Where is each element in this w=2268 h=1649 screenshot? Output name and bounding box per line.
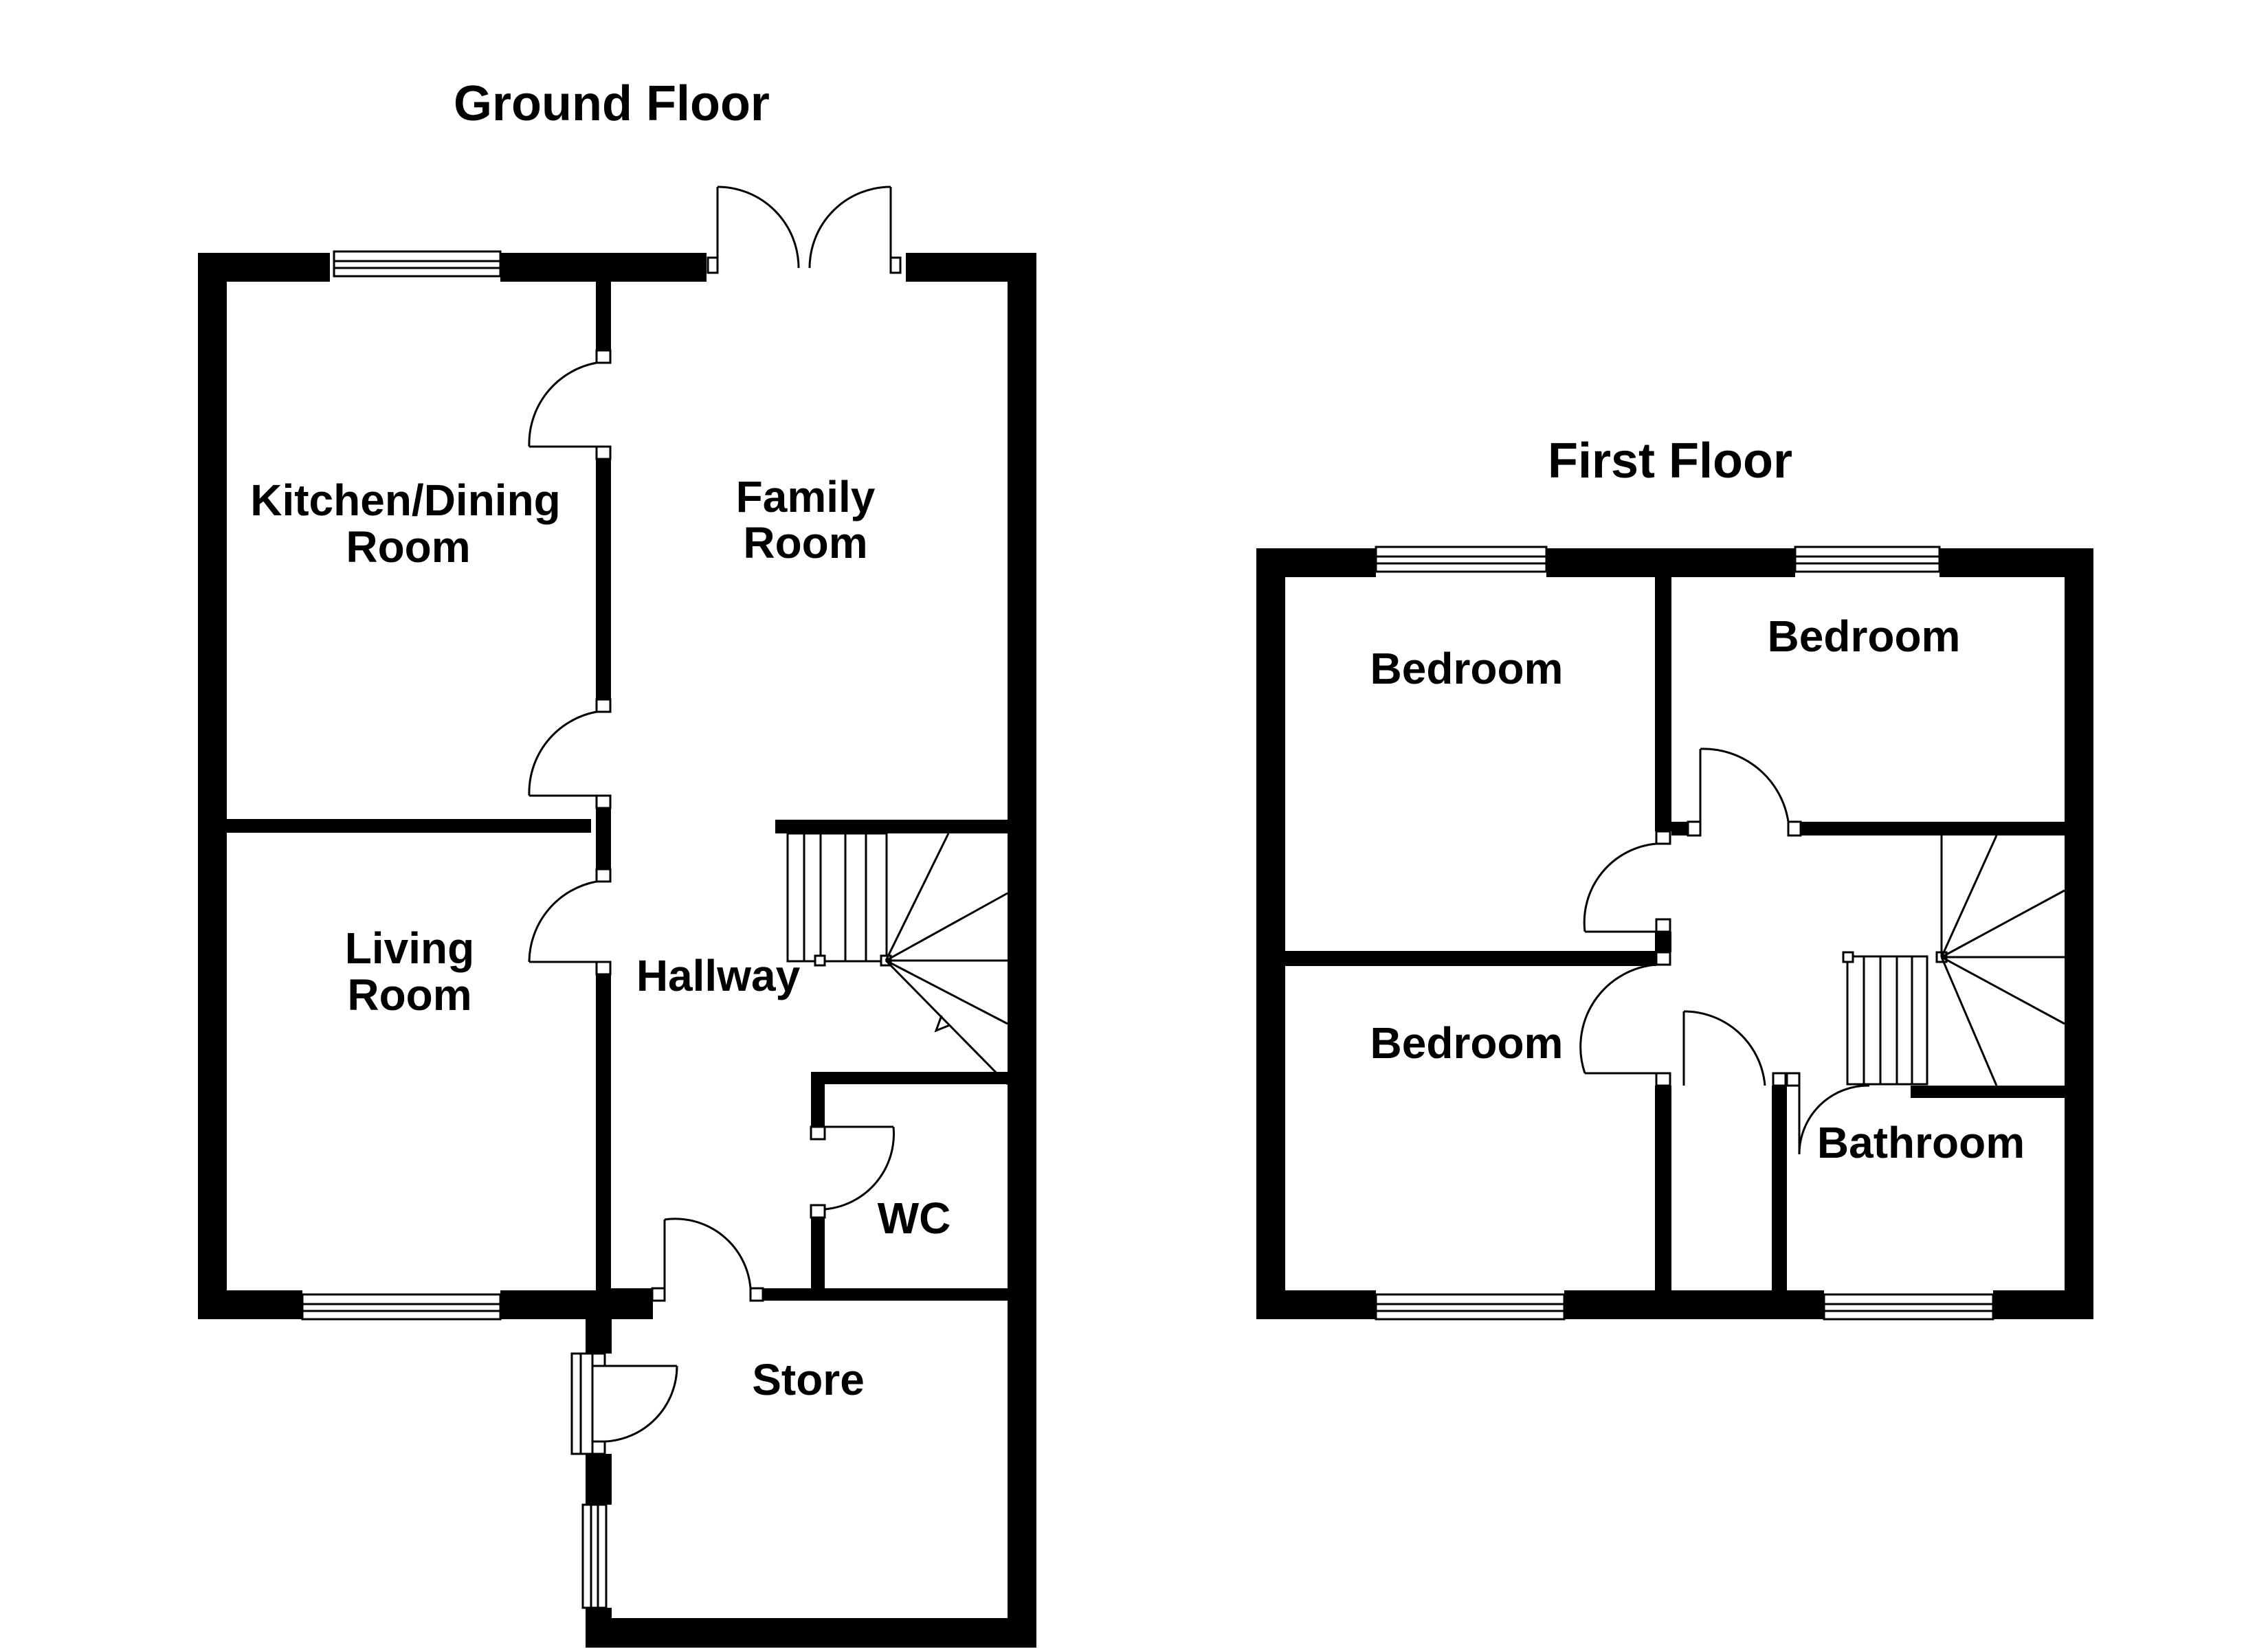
room-label-bedroom-bottom-left: Bedroom (1370, 1018, 1564, 1068)
ground-floor-title: Ground Floor (454, 76, 770, 131)
ground-floor-room-labels: Kitchen/Dining Room Family Room Living R… (250, 472, 950, 1404)
first-floor-room-labels: Bedroom Bedroom Bedroom Bathroom (1370, 612, 2025, 1167)
room-label-wc: WC (878, 1193, 951, 1243)
room-label-bedroom-top-right: Bedroom (1768, 612, 1961, 661)
room-label-living: Living (345, 923, 474, 973)
room-label-living-line2: Room (347, 970, 471, 1020)
room-label-bathroom: Bathroom (1817, 1118, 2025, 1167)
room-label-store: Store (752, 1355, 865, 1404)
first-floor-windows (1375, 546, 1994, 1321)
first-floor-walls (1256, 548, 2093, 1319)
first-floor-plan: First Floor (1256, 434, 2093, 1321)
first-floor-staircase (1842, 835, 2065, 1086)
ground-floor-windows (301, 250, 608, 1609)
ground-floor-plan: Ground Floor (198, 76, 1036, 1648)
room-label-family: Family (736, 472, 876, 521)
ground-floor-walls (198, 253, 1036, 1648)
first-floor-title: First Floor (1548, 434, 1792, 489)
room-label-hallway: Hallway (636, 951, 801, 1000)
first-floor-doors (1579, 748, 1870, 1155)
room-label-bedroom-top-left: Bedroom (1370, 644, 1564, 693)
ground-floor-doors (528, 186, 902, 1455)
room-label-kitchen-dining: Kitchen/Dining (250, 475, 561, 525)
room-label-kitchen-dining-line2: Room (346, 522, 470, 572)
ground-floor-staircase (786, 832, 1009, 1086)
room-label-family-line2: Room (743, 518, 867, 568)
